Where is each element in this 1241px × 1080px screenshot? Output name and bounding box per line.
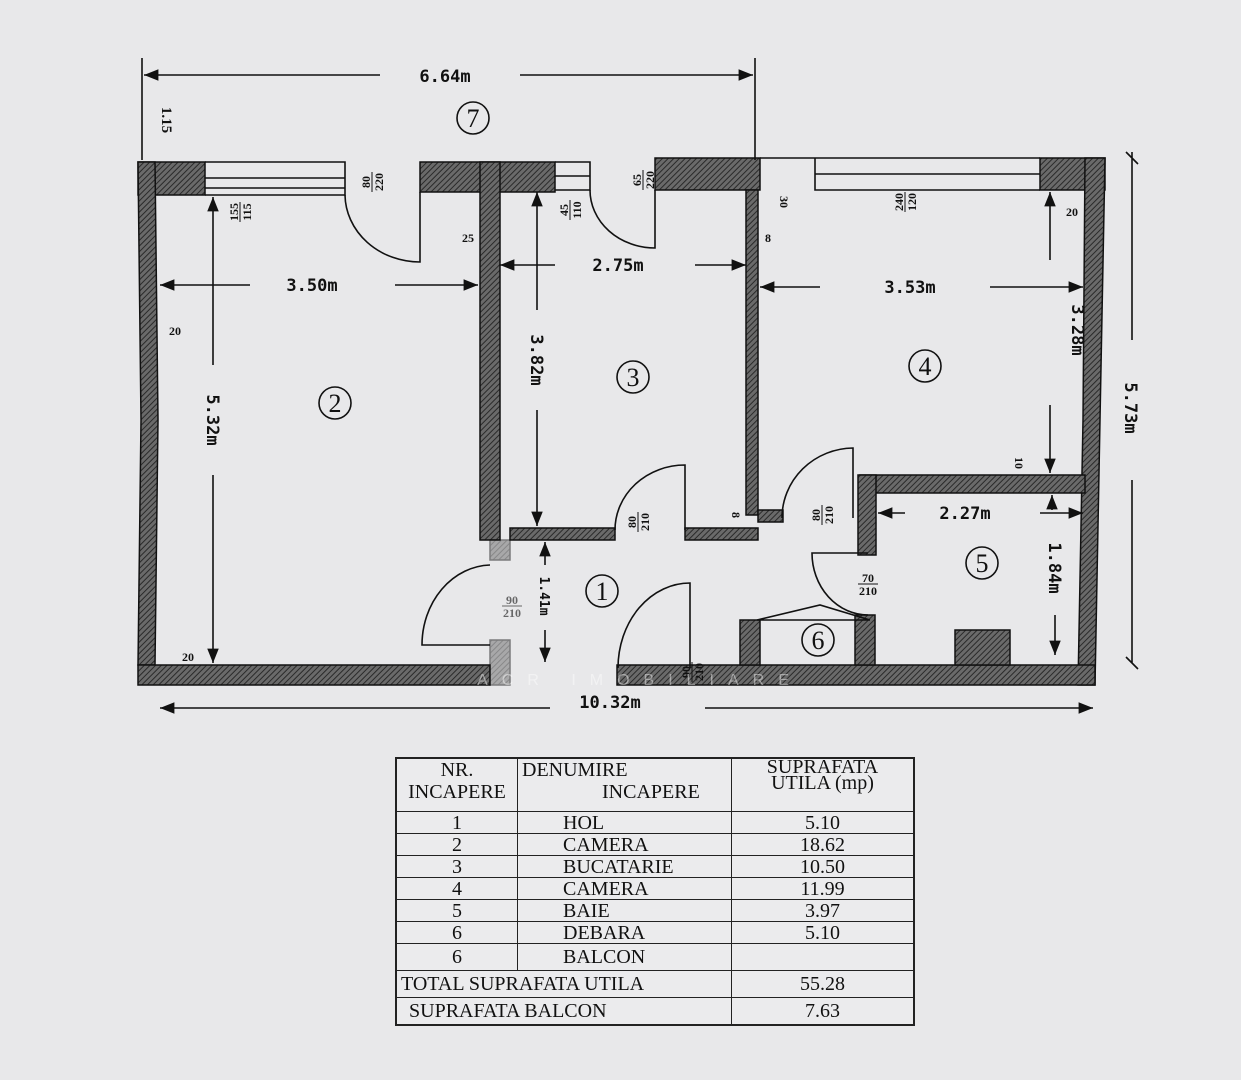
balcony-value: 7.63 (731, 997, 915, 1026)
doors (344, 189, 871, 669)
wall-thickness-label: 8 (729, 512, 743, 518)
header-nr: NR. (440, 759, 474, 781)
svg-text:210: 210 (503, 606, 521, 620)
total-depth-label: 5.73m (1120, 382, 1140, 433)
header-name-2: INCAPERE (602, 781, 700, 803)
room-number-2: 2 (318, 386, 352, 420)
room-number-6: 6 (801, 623, 835, 657)
svg-text:210: 210 (822, 506, 836, 524)
total-length-label: 10.32m (579, 693, 640, 713)
svg-text:45: 45 (557, 204, 571, 216)
svg-text:7: 7 (467, 104, 480, 133)
room-number-3: 3 (616, 360, 650, 394)
walls (137, 157, 1106, 686)
room-number-7: 7 (456, 101, 490, 135)
svg-text:210: 210 (692, 663, 706, 681)
header-nr-2: INCAPERE (408, 781, 506, 803)
svg-text:210: 210 (859, 584, 877, 598)
svg-text:80: 80 (625, 516, 639, 528)
hall-width-label: 1.41m (536, 576, 551, 615)
header-name: DENUMIRE (522, 759, 628, 781)
svg-text:3: 3 (627, 363, 640, 392)
total-label: TOTAL SUPRAFATA UTILA (395, 970, 732, 998)
balcony-depth-label: 1.15 (158, 107, 174, 133)
overall-width-label: 6.64m (419, 67, 470, 87)
svg-text:4: 4 (919, 352, 932, 381)
svg-text:80: 80 (809, 509, 823, 521)
wall-thickness-label: 20 (182, 650, 194, 664)
watermark: ACR IMOBILIARE (477, 672, 803, 689)
svg-text:110: 110 (570, 201, 584, 218)
wall-thickness-label: 20 (169, 324, 181, 338)
svg-text:120: 120 (905, 193, 919, 211)
wall-thickness-label: 10 (1012, 457, 1026, 469)
svg-text:70: 70 (862, 571, 874, 585)
svg-text:2: 2 (329, 389, 342, 418)
svg-text:1: 1 (596, 577, 609, 606)
room2-width-label: 3.50m (286, 276, 337, 296)
svg-text:220: 220 (372, 173, 386, 191)
wall-thickness-label: 20 (1066, 205, 1078, 219)
balcony-label: SUPRAFATA BALCON (395, 997, 732, 1026)
wall-thickness-label: 8 (765, 231, 771, 245)
svg-text:115: 115 (240, 203, 254, 220)
windows (205, 157, 1040, 196)
room4-length-label: 3.28m (1067, 304, 1087, 355)
header-area: SUPRAFATA (766, 756, 879, 778)
svg-text:5: 5 (976, 549, 989, 578)
room3-length-label: 3.82m (526, 334, 546, 385)
room5-length-label: 1.84m (1044, 542, 1064, 593)
room-number-5: 5 (965, 546, 999, 580)
room5-width-label: 2.27m (939, 504, 990, 524)
room-number-1: 1 (585, 574, 619, 608)
header-area-2: UTILA (mp) (771, 772, 874, 794)
svg-text:80: 80 (359, 176, 373, 188)
svg-text:155: 155 (227, 203, 241, 221)
wall-thickness-label: 25 (462, 231, 474, 245)
total-value: 55.28 (731, 970, 915, 998)
svg-text:240: 240 (892, 193, 906, 211)
room-number-4: 4 (908, 349, 942, 383)
dimension-lines (141, 58, 1139, 714)
room2-length-label: 5.32m (202, 394, 222, 445)
svg-text:90: 90 (506, 593, 518, 607)
svg-text:90: 90 (679, 666, 693, 678)
room3-width-label: 2.75m (592, 256, 643, 276)
room4-width-label: 3.53m (884, 278, 935, 298)
svg-text:220: 220 (643, 171, 657, 189)
svg-text:6: 6 (812, 626, 825, 655)
svg-text:65: 65 (630, 174, 644, 186)
wall-thickness-label: 30 (777, 196, 791, 208)
svg-text:210: 210 (638, 513, 652, 531)
